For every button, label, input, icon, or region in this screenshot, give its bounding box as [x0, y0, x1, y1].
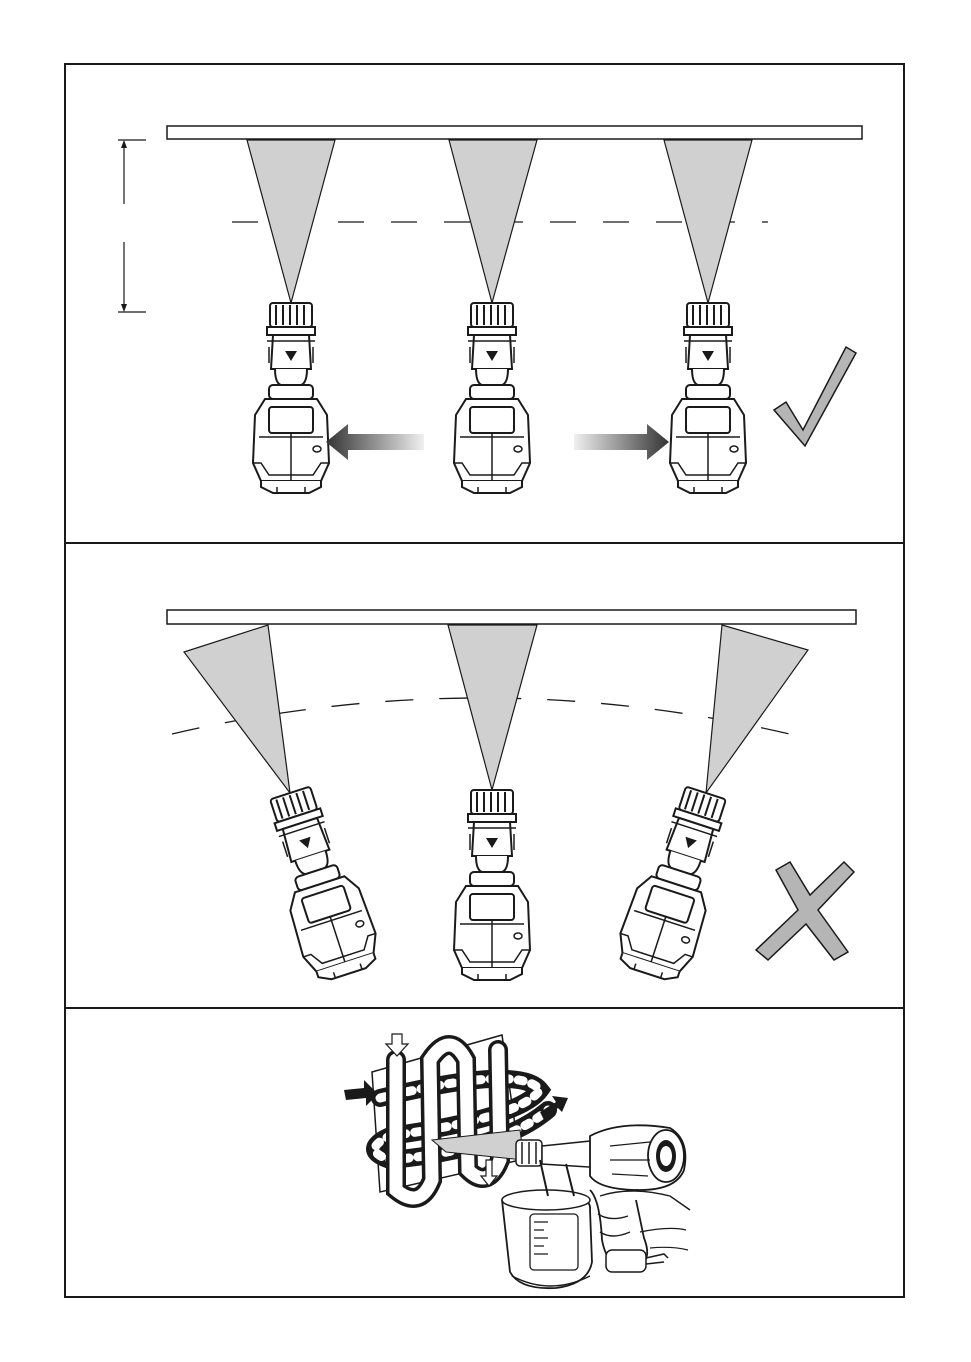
spray-cone	[448, 625, 537, 790]
spray-gun-icon	[454, 790, 530, 980]
handheld-spray-gun-icon	[502, 1125, 690, 1288]
spray-gun-icon	[454, 303, 530, 493]
spray-gun-icon	[670, 303, 746, 493]
arrow-right-icon	[574, 424, 669, 460]
spray-gun-icon	[254, 781, 385, 985]
panel-correct-technique	[118, 126, 862, 493]
surface-bar	[167, 610, 856, 624]
spray-cone	[184, 625, 290, 793]
panel-spray-pattern	[344, 1034, 690, 1288]
distance-dimension	[118, 140, 146, 312]
spray-cone	[706, 625, 808, 793]
arrow-left-icon	[326, 424, 424, 460]
cross-mark-icon	[756, 862, 854, 960]
spray-cone	[247, 140, 335, 303]
spray-gun-icon	[253, 303, 329, 493]
check-mark-icon	[774, 347, 856, 446]
spray-gun-icon	[611, 781, 742, 985]
panel-incorrect-technique	[167, 610, 856, 985]
surface-bar	[167, 126, 862, 139]
